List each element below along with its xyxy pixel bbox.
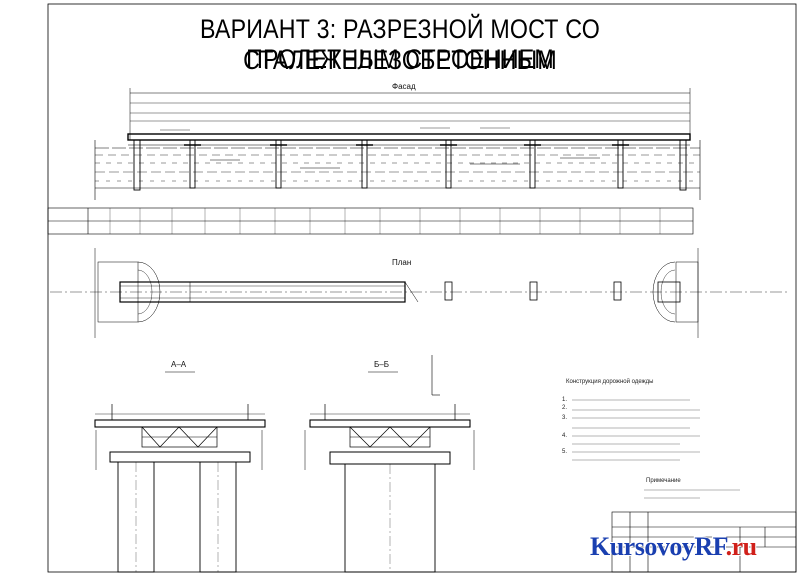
site-watermark: KursovoyRF.ru <box>590 532 757 562</box>
note-item-5: 5. <box>562 449 568 455</box>
section-bb <box>304 355 475 573</box>
notes-heading: Конструкция дорожной одежды <box>566 379 654 385</box>
note-item-3: 3. <box>562 415 568 421</box>
drawing-title-line2: ПРОЛЕТНЫМ СТРОЕНИЕМ <box>246 44 554 74</box>
facade-label: Фасад <box>392 82 416 91</box>
watermark-name: KursovoyRF <box>590 532 726 561</box>
profile-table <box>47 207 694 235</box>
sheet-frame <box>47 3 797 573</box>
note-item-2: 2. <box>562 405 568 411</box>
note-item-1: 1. <box>562 397 568 403</box>
section-bb-label: Б–Б <box>374 360 389 369</box>
title-block <box>611 511 797 573</box>
note-item-4: 4. <box>562 433 568 439</box>
section-aa <box>94 371 266 573</box>
remark-label: Примечание <box>646 478 681 484</box>
notes-lines <box>572 399 740 499</box>
plan-label: План <box>392 258 412 267</box>
watermark-domain: .ru <box>725 532 758 561</box>
plan-view <box>50 248 790 338</box>
facade-view <box>94 88 701 200</box>
drawing-title-line1: ВАРИАНТ 3: РАЗРЕЗНОЙ МОСТ СО СТАЛЕЖЕЛЕЗО… <box>200 14 600 75</box>
section-aa-label: А–А <box>171 360 187 369</box>
